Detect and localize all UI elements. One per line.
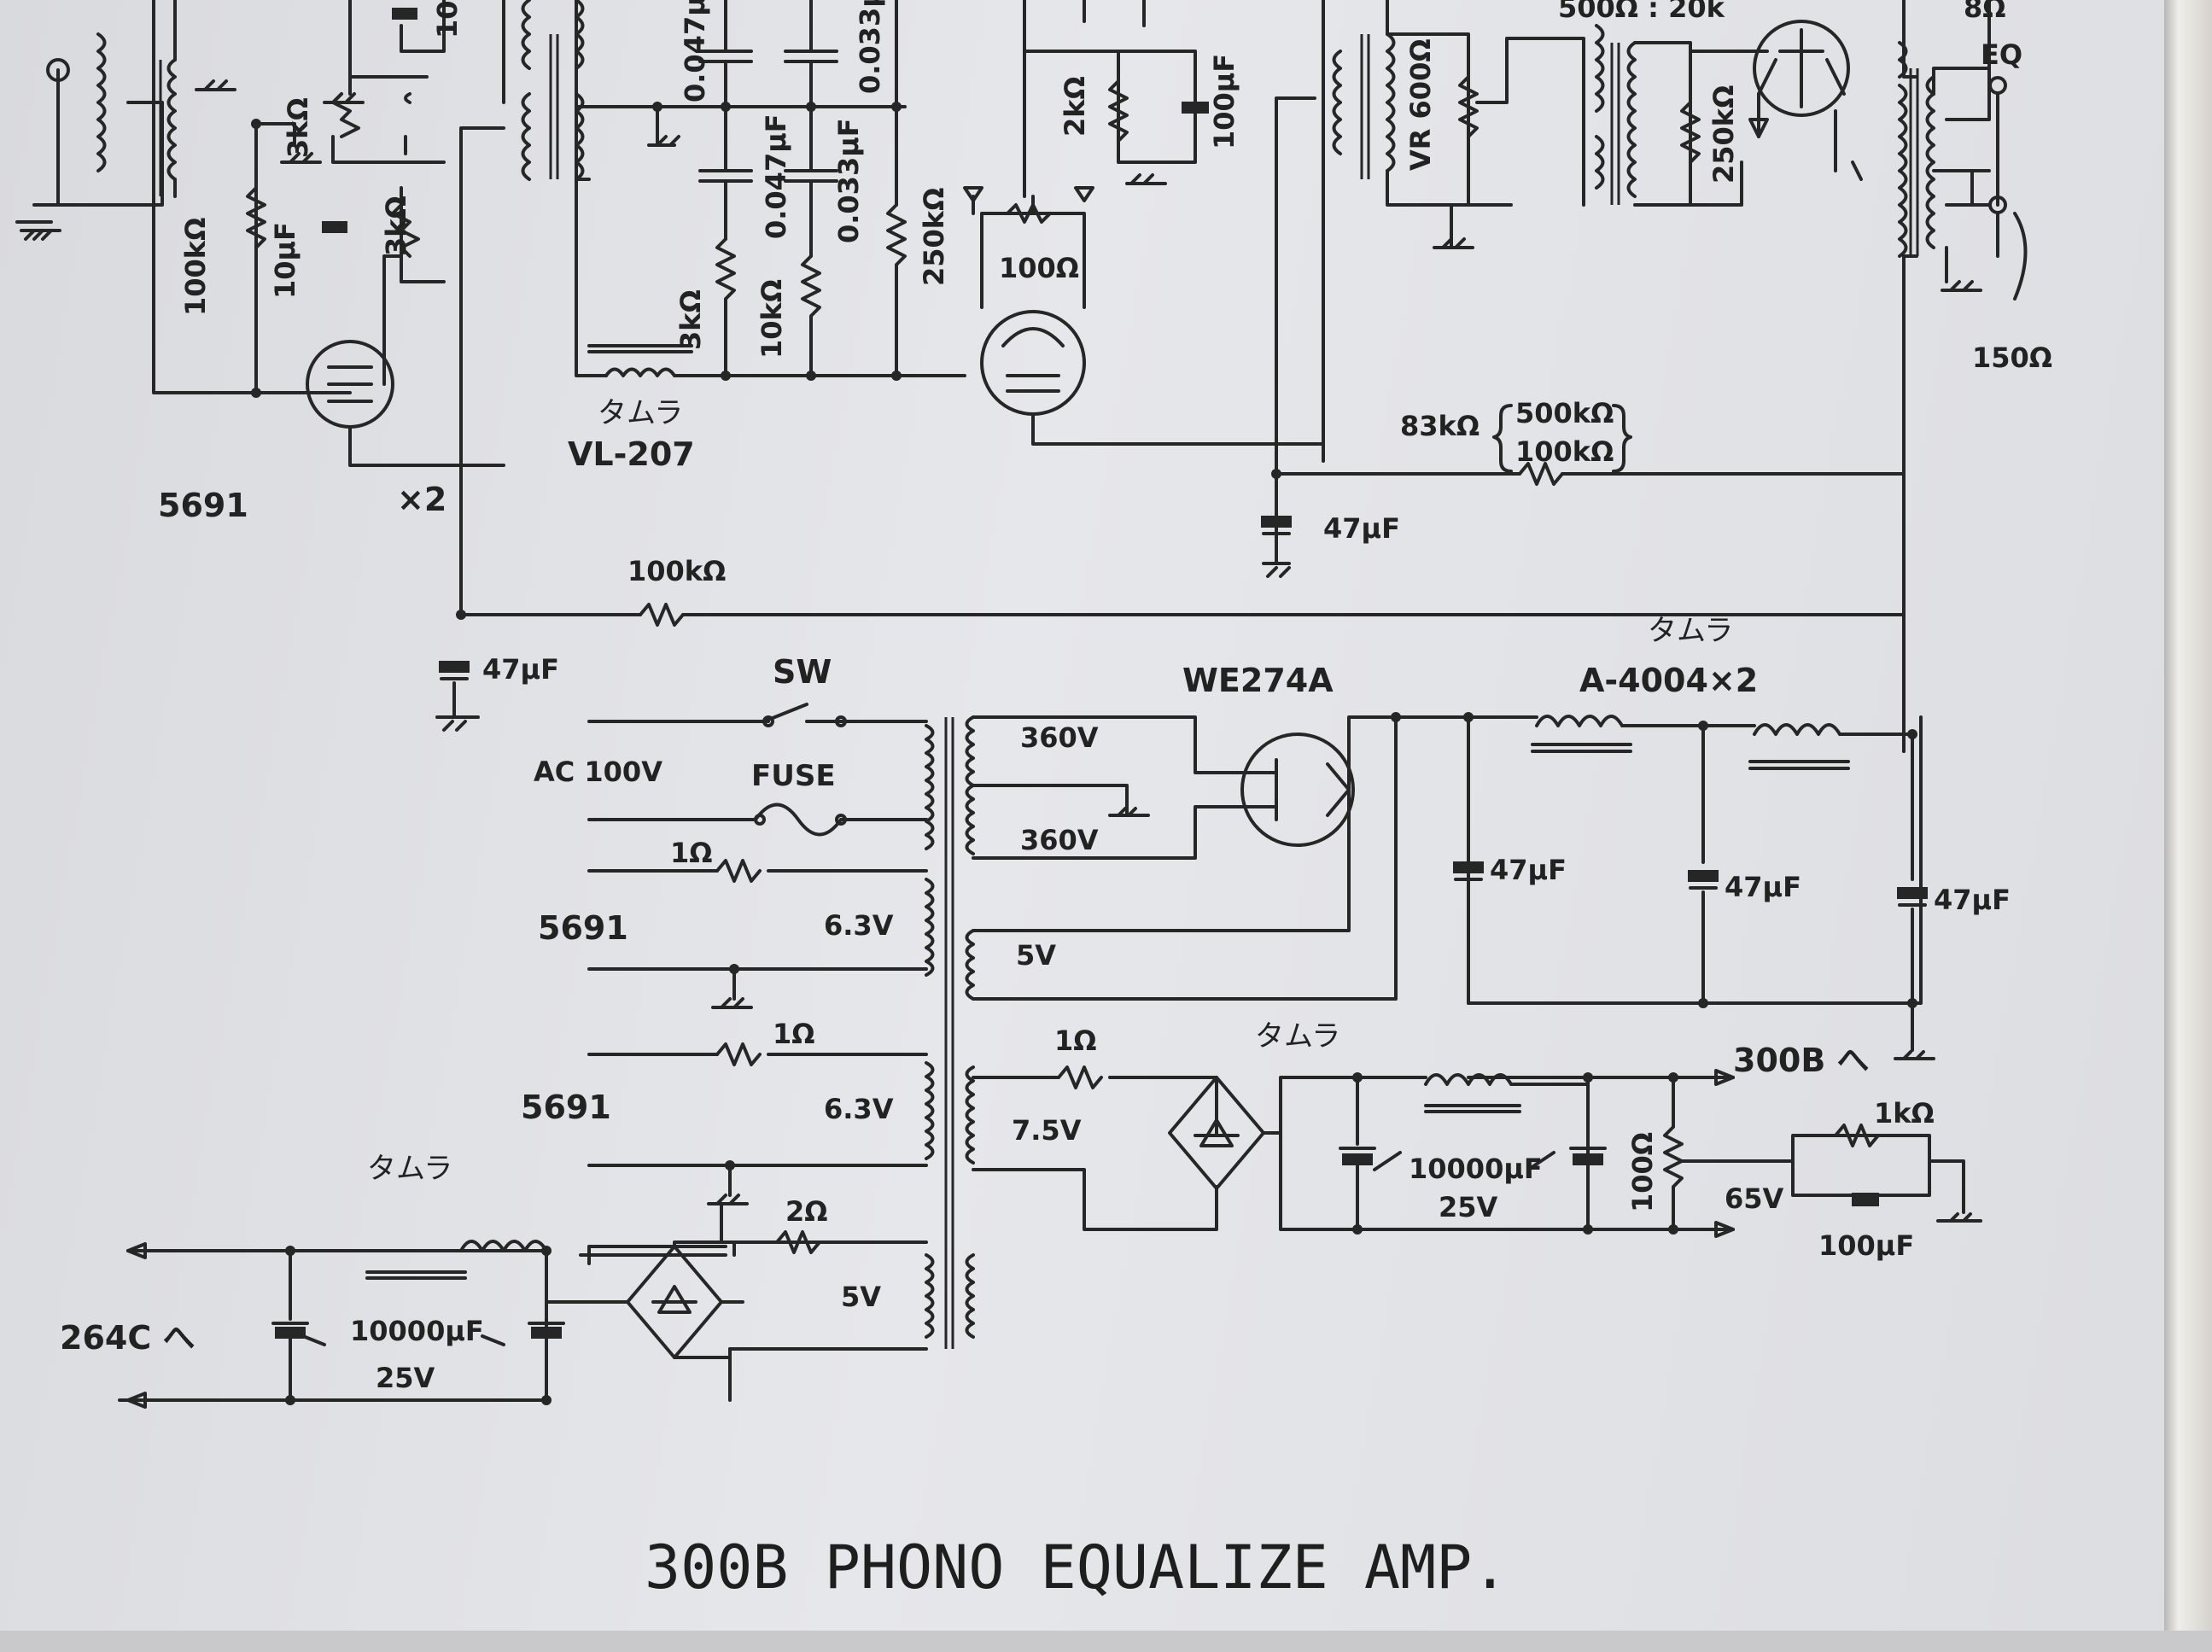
output-vr-transformer (1275, 0, 1863, 463)
output-transformer (1898, 0, 2028, 753)
c047-b: 0.047μF (760, 114, 792, 239)
r100k-first: 100kΩ (179, 218, 212, 316)
c100u-300b: 100μF (1818, 1229, 1914, 1262)
r83k: 83kΩ (1400, 410, 1480, 442)
brace-left (1492, 404, 1513, 473)
vl207-maker: タムラ (598, 396, 683, 430)
tube-5691-heater-b: 5691 (521, 1089, 611, 1126)
label-300b: 300B へ (1733, 1042, 1870, 1079)
switch-label: SW (773, 653, 832, 691)
heater-supply-300b (965, 1065, 1982, 1238)
r3k-first: 3kΩ (282, 97, 314, 158)
c100u-first: 100μF (431, 0, 464, 38)
tube-we274a: WE274A (1182, 662, 1334, 699)
diagram-caption: 300B PHONO EQUALIZE AMP. (645, 1532, 1508, 1602)
hv-secondary-and-rectifier (965, 712, 1923, 1005)
out-150ohm: 150Ω (1972, 341, 2052, 374)
bplus-rails (435, 442, 1906, 732)
fuse-label: FUSE (751, 759, 836, 793)
r500k: 500kΩ (1515, 397, 1614, 429)
tube-multiplier: ×2 (397, 481, 446, 518)
input-transformer (15, 0, 177, 241)
choke-a4004: A-4004×2 (1579, 662, 1758, 699)
interstage-vl207 (251, 0, 966, 471)
v5-heater: 5V (841, 1281, 881, 1313)
c47u-stage2: 47μF (1323, 512, 1400, 545)
c47u-filter-c: 47μF (1934, 884, 2011, 916)
v75: 7.5V (1012, 1114, 1082, 1147)
c10u-first: 10μF (269, 222, 301, 299)
r3k-cathode: 3kΩ (380, 196, 412, 256)
c10000-300b: 10000μF (1409, 1153, 1543, 1185)
out-eq: EQ (1981, 38, 2022, 71)
v65: 65V (1725, 1182, 1784, 1215)
tamura-choke: タムラ (1648, 614, 1733, 648)
v25-300b: 25V (1439, 1191, 1498, 1223)
brace-right (1612, 404, 1632, 473)
c033-a: 0.033μF (854, 0, 886, 94)
r100-300b: 100Ω (1626, 1132, 1659, 1212)
r10k-eq: 10kΩ (756, 279, 788, 359)
first-stage-5691 (152, 0, 505, 467)
heater-supply-264c (118, 1202, 975, 1409)
r3k-eq: 3kΩ (674, 289, 707, 350)
v63-b: 6.3V (824, 1093, 894, 1125)
power-transformer (587, 703, 954, 1349)
v63-a: 6.3V (824, 909, 894, 942)
tamura-264c: タムラ (367, 1152, 452, 1186)
r250k-eq: 250kΩ (918, 188, 950, 286)
v360-b: 360V (1020, 824, 1099, 856)
v5-rect: 5V (1016, 939, 1056, 972)
c100u-cathode: 100μF (1208, 54, 1240, 149)
r1-300b: 1Ω (1054, 1024, 1096, 1057)
r2k-cathode: 2kΩ (1059, 76, 1091, 137)
c033-b: 0.033μF (832, 118, 865, 243)
tamura-300b: タムラ (1255, 1019, 1340, 1054)
c10000-264c: 10000μF (350, 1315, 484, 1347)
transformer-ratio: 500Ω : 20k (1558, 0, 1725, 24)
tube-label-5691-input: 5691 (158, 487, 248, 524)
v360-a: 360V (1020, 721, 1099, 754)
vl207-label: VL-207 (568, 435, 695, 473)
c047-a: 0.047μF (679, 0, 711, 102)
r100-cathode: 100Ω (999, 252, 1079, 284)
r1-heater-a: 1Ω (670, 837, 712, 869)
r1-heater-b: 1Ω (773, 1018, 814, 1050)
book-page-bottom (0, 1631, 2212, 1652)
r250k-out: 250kΩ (1707, 85, 1740, 184)
vr600: VR 600Ω (1404, 38, 1437, 171)
out-8ohm: 8Ω (1964, 0, 2005, 24)
ac-100v: AC 100V (534, 756, 662, 788)
r100k-alt: 100kΩ (1515, 435, 1614, 468)
r100k-rail: 100kΩ (627, 555, 726, 587)
label-264c: 264C へ (60, 1319, 195, 1357)
second-stage-5691 (963, 0, 1325, 446)
book-page-edge (2164, 0, 2212, 1652)
c47u-filter-b: 47μF (1725, 871, 1801, 903)
c47u-filter-a: 47μF (1490, 854, 1567, 886)
tube-5691-heater-a: 5691 (538, 909, 628, 947)
choke-filter (1453, 715, 1935, 1060)
v25-264c: 25V (376, 1362, 435, 1394)
c47u-stage1: 47μF (482, 653, 559, 686)
r2-heater: 2Ω (785, 1195, 827, 1228)
r1k-300b: 1kΩ (1874, 1097, 1935, 1130)
